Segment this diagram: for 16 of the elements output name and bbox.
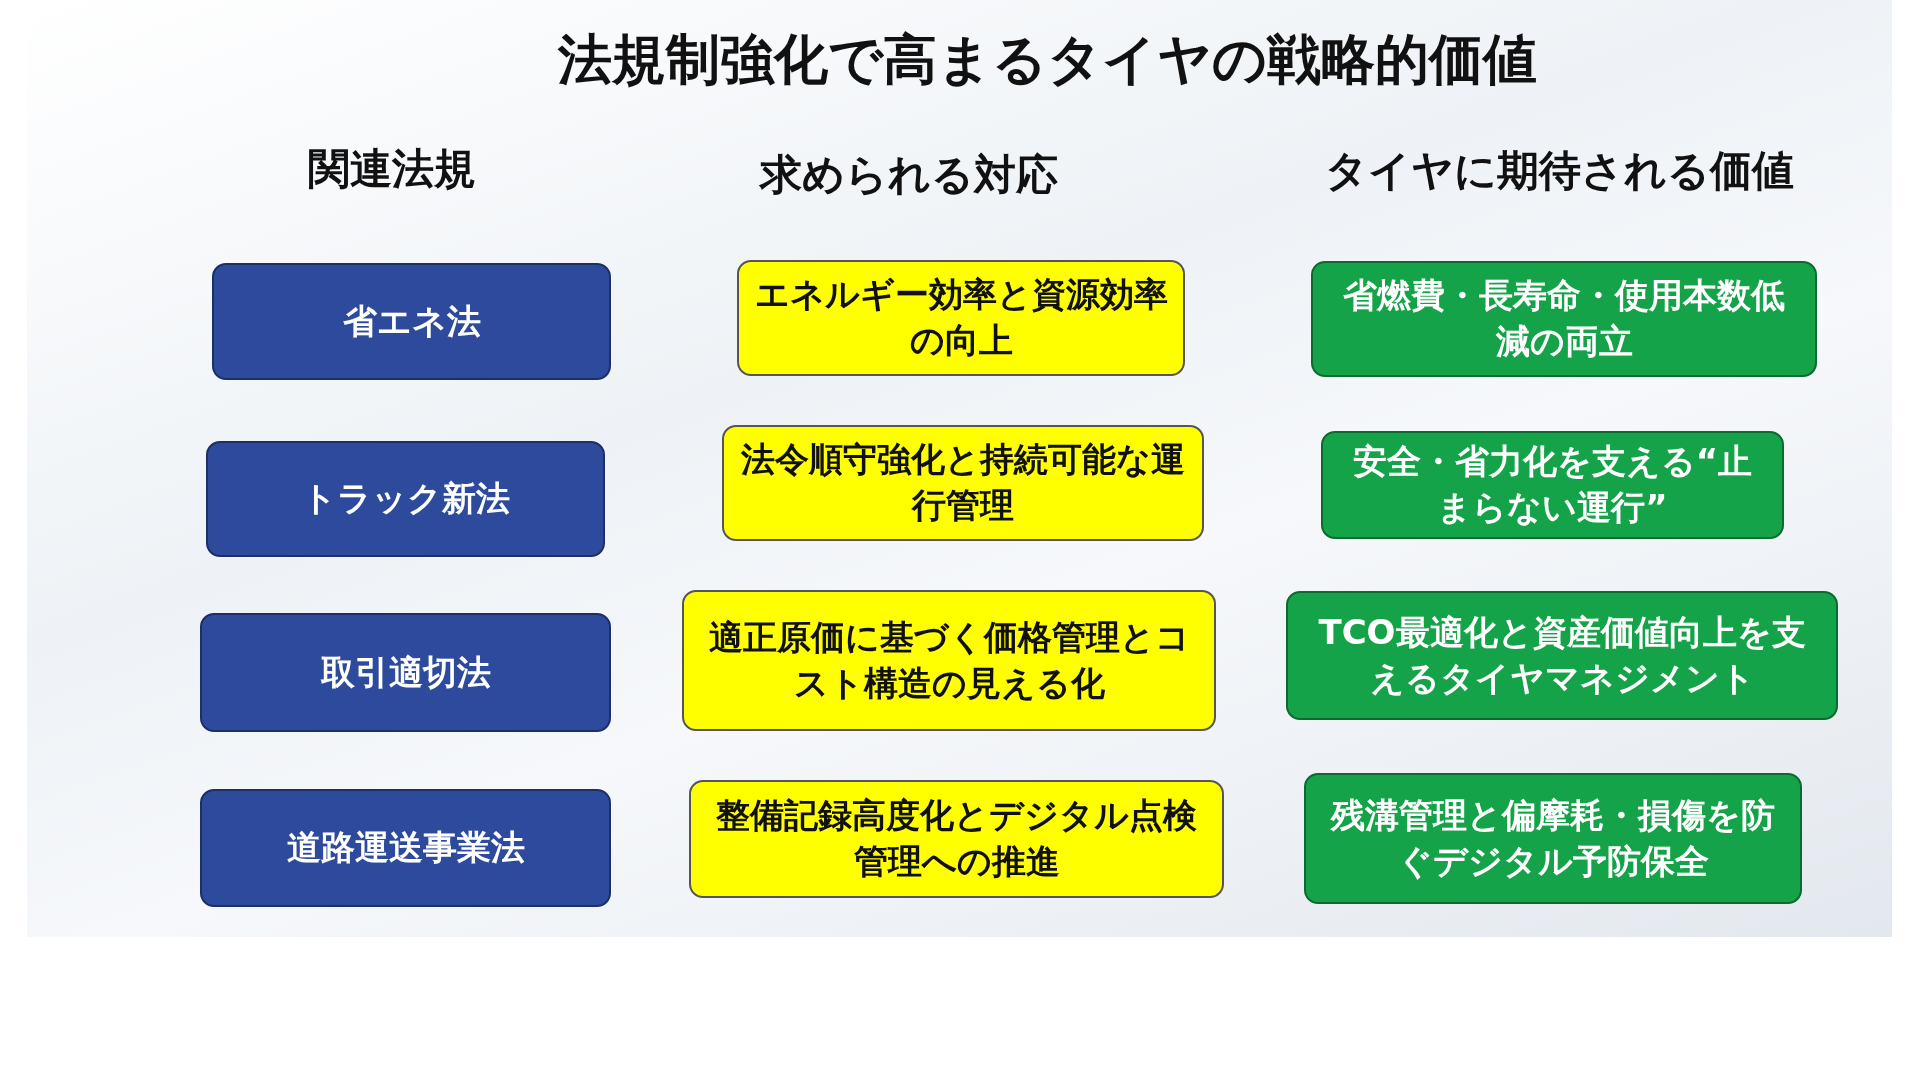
requirement-box: 法令順守強化と持続可能な運行管理 xyxy=(722,425,1204,541)
requirement-box: 適正原価に基づく価格管理とコスト構造の見える化 xyxy=(682,590,1216,731)
law-box: 道路運送事業法 xyxy=(200,789,611,907)
law-box: トラック新法 xyxy=(206,441,605,557)
law-box: 省エネ法 xyxy=(212,263,611,380)
value-box: 残溝管理と偏摩耗・損傷を防ぐデジタル予防保全 xyxy=(1304,773,1802,904)
law-box: 取引適切法 xyxy=(200,613,611,732)
column-header: タイヤに期待される価値 xyxy=(1324,145,1794,197)
requirement-box: 整備記録高度化とデジタル点検管理への推進 xyxy=(689,780,1224,898)
requirement-box: エネルギー効率と資源効率の向上 xyxy=(737,260,1185,376)
value-box: TCO最適化と資産価値向上を支えるタイヤマネジメント xyxy=(1286,591,1838,720)
value-box: 安全・省力化を支える“止まらない運行” xyxy=(1321,431,1784,539)
column-header: 求められる対応 xyxy=(760,149,1058,201)
column-header: 関連法規 xyxy=(308,143,476,195)
value-box: 省燃費・長寿命・使用本数低減の両立 xyxy=(1311,261,1817,377)
title: 法規制強化で高まるタイヤの戦略的価値 xyxy=(557,26,1537,93)
